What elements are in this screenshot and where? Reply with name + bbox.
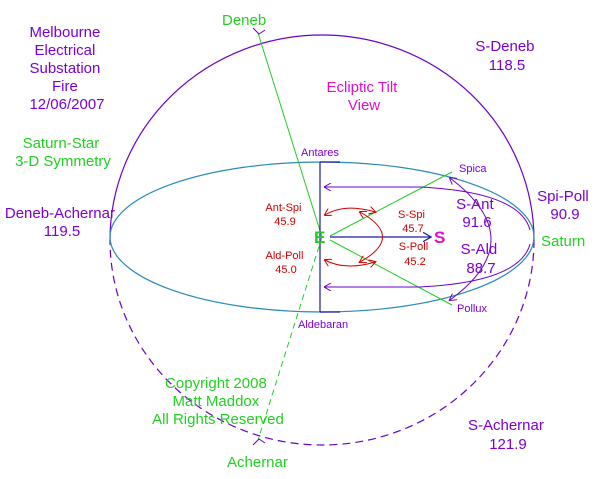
achernar-line bbox=[257, 236, 323, 441]
angle-s-ald: S-Ald 88.7 bbox=[461, 241, 502, 277]
s-spi-poll-arc bbox=[360, 212, 383, 262]
ant-spi-arc bbox=[325, 208, 375, 215]
star-label-saturn: Saturn bbox=[541, 233, 585, 250]
star-label-pollux: Pollux bbox=[457, 303, 487, 315]
subtitle: Saturn-Star 3-D Symmetry bbox=[15, 135, 111, 170]
s-ald-arc bbox=[325, 243, 531, 287]
sphere-lower-arc bbox=[109, 239, 535, 446]
earth-marker: E bbox=[314, 228, 325, 247]
angle-s-spi: S-Spi 45.7 bbox=[398, 209, 428, 235]
star-label-spica: Spica bbox=[459, 163, 487, 175]
pollux-line bbox=[329, 239, 453, 306]
sphere-upper-arc bbox=[109, 34, 535, 241]
saturn-marker: S bbox=[434, 228, 445, 247]
title: Melbourne Electrical Substation Fire 12/… bbox=[29, 24, 104, 113]
star-label-achernar: Achernar bbox=[227, 454, 288, 471]
s-ant-arc bbox=[325, 187, 531, 231]
copyright: Copyright 2008 Matt Maddox All Rights Re… bbox=[152, 375, 284, 428]
angle-ald-poll: Ald-Poll 45.0 bbox=[266, 250, 307, 276]
spi-poll-arc bbox=[450, 178, 492, 300]
angle-s-poll: S-Poll 45.2 bbox=[399, 241, 431, 268]
angle-s-achernar: S-Achernar 121.9 bbox=[468, 417, 548, 453]
angle-s-deneb: S-Deneb 118.5 bbox=[475, 38, 538, 74]
view-label: Ecliptic Tilt View bbox=[326, 79, 401, 114]
deneb-line bbox=[257, 32, 323, 238]
angle-ant-spi: Ant-Spi 45.9 bbox=[265, 202, 304, 228]
achernar-arrow-mark bbox=[252, 438, 266, 446]
star-label-antares: Antares bbox=[301, 147, 339, 159]
star-label-aldebaran: Aldebaran bbox=[298, 319, 348, 331]
deneb-arrow-mark bbox=[252, 27, 266, 35]
star-label-deneb: Deneb bbox=[222, 12, 266, 29]
angle-deneb-achernar: Deneb-Achernar 119.5 bbox=[5, 205, 119, 240]
angle-s-ant: S-Ant 91.6 bbox=[456, 196, 498, 231]
ald-poll-arc bbox=[325, 260, 375, 266]
spica-line bbox=[329, 171, 453, 237]
angle-spi-poll: Spi-Poll 90.9 bbox=[537, 188, 593, 223]
